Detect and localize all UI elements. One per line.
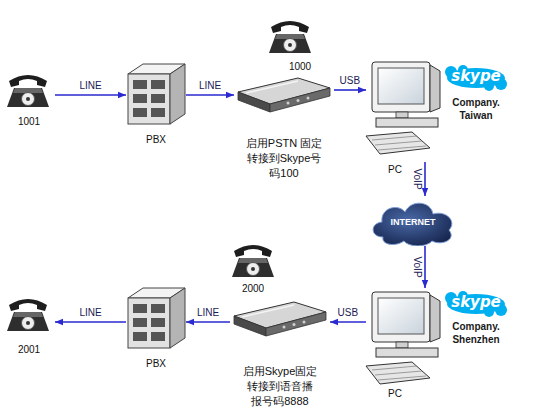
signal-arrow [334,89,366,91]
phone-icon [7,75,49,107]
phone-node: 1000 [265,16,317,73]
phone-node: 2001 [3,292,55,358]
gateway-node: 启用Skype固定 转接到语音播 报号码8888 [230,300,330,408]
internet-cloud: INTERNET [368,196,458,246]
phone-icon [7,299,49,331]
node-label: 1001 [3,116,55,128]
signal-arrow [424,246,426,288]
pc-icon [366,62,440,154]
skype-wordmark: skype [445,292,507,312]
pbx-node: PBX [126,286,186,370]
phone-node: 2000 [225,240,281,295]
cloud-label: INTERNET [368,216,458,228]
node-label: PC [380,164,410,176]
signal-arrow [424,162,426,196]
skype-logo [445,65,507,91]
signal-arrow [330,321,366,323]
edge-label: LINE [199,80,221,92]
signal-arrow [186,321,230,323]
signal-arrow [186,94,234,96]
node-label: 2000 [225,283,281,295]
skype-logo [445,291,507,317]
skype-wordmark: skype [445,66,507,86]
node-label: 2001 [3,344,55,356]
edge-label: LINE [80,307,102,319]
signal-arrow [55,321,126,323]
phone-icon [232,245,274,277]
company-name: Company. Taiwan [448,96,504,122]
edge-label: VoIP [410,256,422,277]
pc-icon [366,292,440,384]
gateway-icon [238,78,330,112]
edge-label: VoIP [410,168,422,189]
node-label: PC [380,388,410,400]
phone-node: 1001 [3,66,55,128]
signal-arrow [55,94,126,96]
company-name: Company. Shenzhen [448,320,504,346]
node-label: PBX [126,134,186,146]
pbx-icon [128,64,185,124]
device-caption: 启用PSTN 固定 转接到Skype号 码100 [242,136,326,181]
node-label: PBX [126,358,186,370]
edge-label: LINE [80,80,102,92]
edge-label: USB [338,307,359,319]
pbx-icon [128,288,185,348]
gateway-icon [234,302,326,336]
phone-icon [269,21,311,53]
edge-label: LINE [197,307,219,319]
gateway-node: 启用PSTN 固定 转接到Skype号 码100 [234,74,334,182]
node-label: 1000 [283,61,317,73]
edge-label: USB [340,75,361,87]
pbx-node: PBX [126,62,186,146]
device-caption: 启用Skype固定 转接到语音播 报号码8888 [238,364,322,409]
